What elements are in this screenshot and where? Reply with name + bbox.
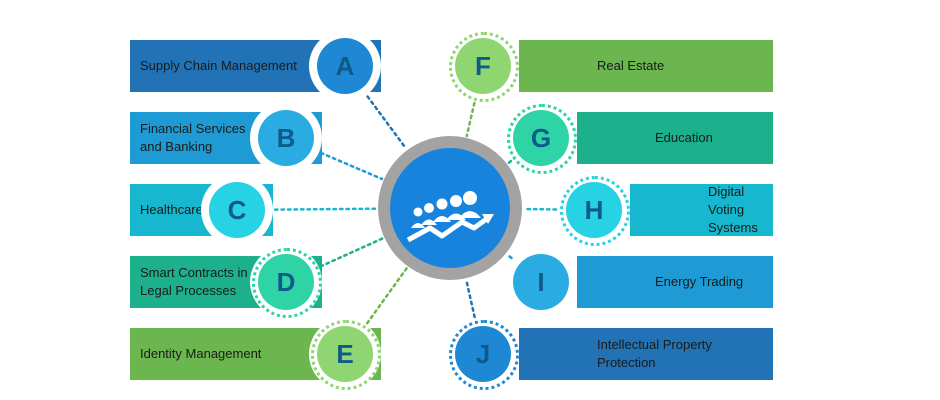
item-label: Financial Services and Banking: [140, 121, 246, 154]
badge-letter: C: [209, 182, 265, 238]
badge-letter: I: [513, 254, 569, 310]
connector-j: [465, 278, 476, 319]
dotted-ring: [560, 176, 630, 246]
item-label: Digital Voting Systems: [708, 184, 758, 235]
connector-g: [507, 159, 513, 165]
dotted-ring: [449, 320, 519, 390]
item-label: Education: [655, 130, 713, 145]
badge-letter: D: [258, 254, 314, 310]
letter-badge-a: A: [309, 30, 381, 102]
letter-badge-g: G: [505, 102, 577, 174]
dotted-ring: [252, 248, 322, 318]
item-label: Smart Contracts in Legal Processes: [140, 265, 248, 298]
dotted-ring: [449, 32, 519, 102]
banner-f: Real Estate: [519, 40, 773, 92]
badge-letter: B: [258, 110, 314, 166]
team-growth-arrow-icon: [406, 191, 494, 243]
banner-i: Energy Trading: [577, 256, 773, 308]
banner-g: Education: [577, 112, 773, 164]
dotted-ring: [311, 320, 381, 390]
connector-a: [366, 95, 408, 150]
letter-badge-j: J: [447, 318, 519, 390]
letter-badge-i: I: [505, 246, 577, 318]
connector-d: [319, 237, 384, 268]
letter-badge-h: H: [558, 174, 630, 246]
hub-core: [390, 148, 510, 268]
badge-letter: A: [317, 38, 373, 94]
connector-b: [319, 151, 384, 181]
connector-f: [465, 101, 476, 138]
banner-j: Intellectual Property Protection: [519, 328, 773, 380]
banner-h: Digital Voting Systems: [630, 184, 773, 236]
badge-letter: E: [317, 326, 373, 382]
item-label: Healthcare: [140, 202, 203, 217]
letter-badge-d: D: [250, 246, 322, 318]
connector-c: [273, 207, 378, 211]
letter-badge-b: B: [250, 102, 322, 174]
item-label: Real Estate: [597, 58, 665, 73]
item-label: Identity Management: [140, 346, 262, 361]
connector-e: [365, 266, 409, 325]
badge-letter: J: [455, 326, 511, 382]
item-label: Intellectual Property Protection: [597, 337, 712, 370]
badge-letter: H: [566, 182, 622, 238]
letter-badge-e: E: [309, 318, 381, 390]
item-label: Supply Chain Management: [140, 58, 297, 73]
dotted-ring: [507, 104, 577, 174]
connector-i: [506, 253, 513, 260]
item-label: Energy Trading: [655, 274, 744, 289]
letter-badge-c: C: [201, 174, 273, 246]
letter-badge-f: F: [447, 30, 519, 102]
badge-letter: G: [513, 110, 569, 166]
badge-letter: F: [455, 38, 511, 94]
hub-circle: [378, 136, 522, 280]
